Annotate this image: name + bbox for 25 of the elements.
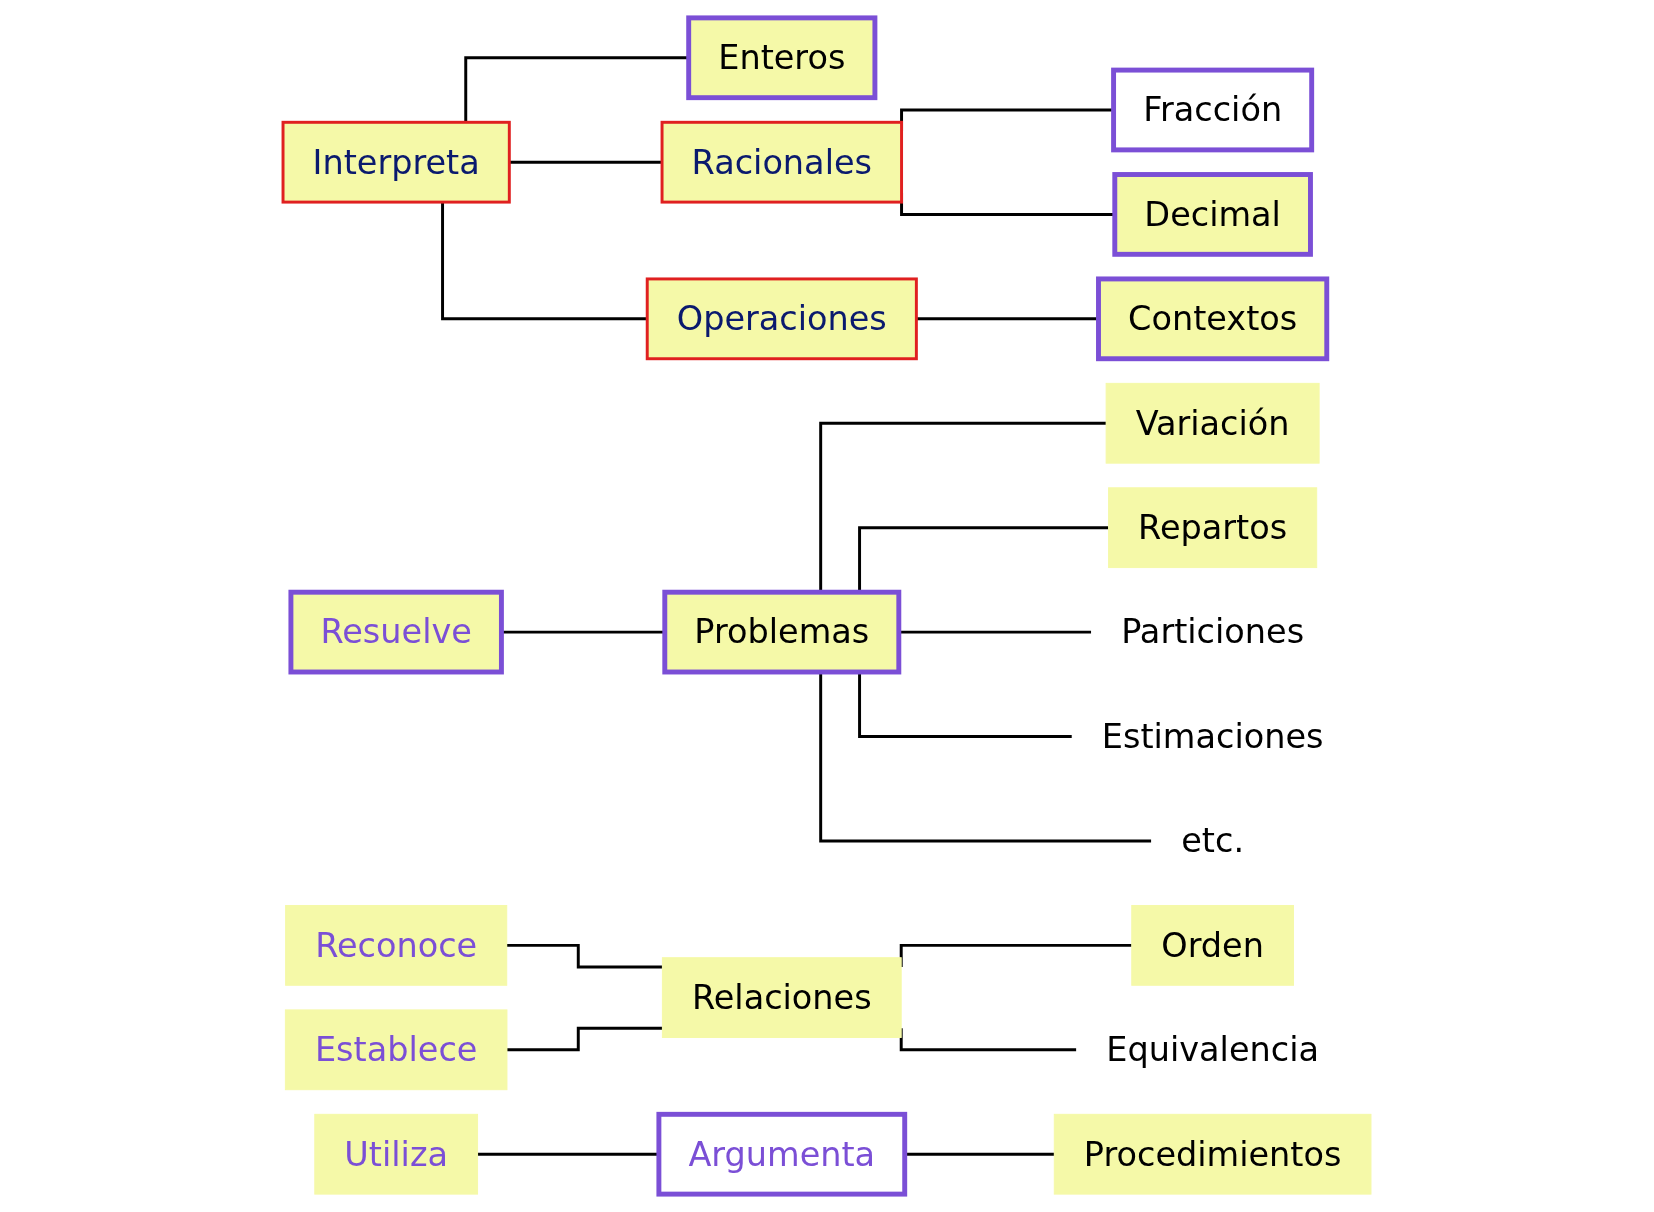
node-text: etc. <box>1181 820 1245 861</box>
connector <box>505 1026 663 1052</box>
node-box: Orden <box>1131 905 1294 986</box>
node-box: Decimal <box>1112 172 1313 257</box>
node-text: Equivalencia <box>1106 1029 1319 1070</box>
node-box: Enteros <box>686 15 878 101</box>
node-box: Variación <box>1105 382 1320 464</box>
node-box: Resuelve <box>288 589 504 675</box>
node-box: Procedimientos <box>1053 1113 1372 1195</box>
node-box: Racionales <box>660 120 904 204</box>
node-box: Fracción <box>1111 67 1315 153</box>
node-text: Particiones <box>1121 611 1305 652</box>
node-text: Estimaciones <box>1101 716 1324 756</box>
node-box: Interpreta <box>281 120 511 204</box>
connector <box>441 202 648 321</box>
node-box: Relaciones <box>661 957 902 1038</box>
connector <box>505 943 663 969</box>
node-box: Utiliza <box>314 1113 479 1195</box>
node-box: Reconoce <box>285 905 508 986</box>
node-box: Establece <box>284 1009 508 1091</box>
node-box: Operaciones <box>645 277 918 361</box>
node-box: Problemas <box>662 589 902 675</box>
node-box: Argumenta <box>656 1111 908 1197</box>
node-box: Repartos <box>1108 487 1318 569</box>
node-box: Contextos <box>1096 276 1330 362</box>
